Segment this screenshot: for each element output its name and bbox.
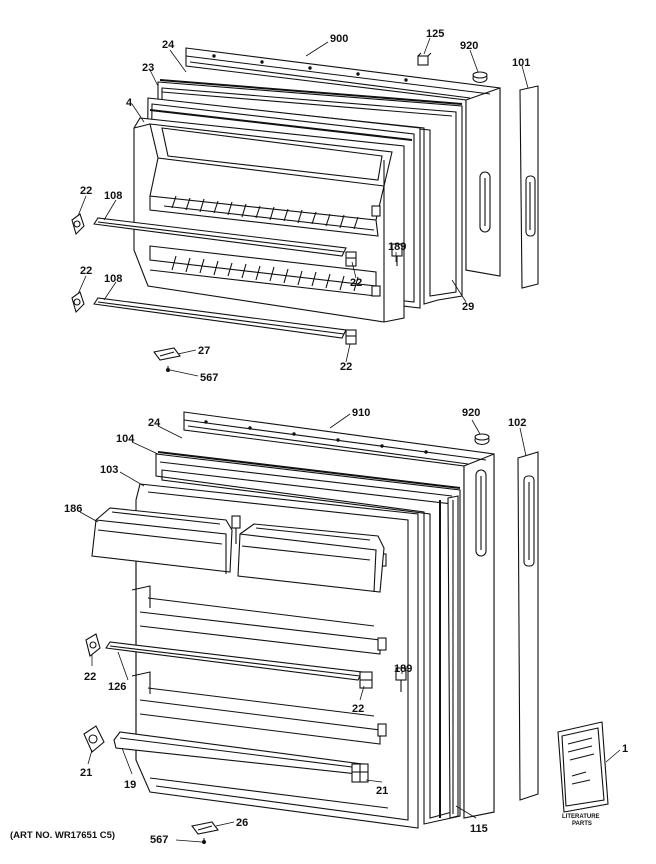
callout-19: 19 xyxy=(124,779,136,791)
door-stop-upper xyxy=(391,243,403,266)
callout-1: 1 xyxy=(622,743,628,755)
shelf-support-left-lower xyxy=(71,291,85,314)
callout-22-c: 22 xyxy=(350,277,362,289)
door-stop-lower xyxy=(395,667,407,692)
callout-125: 125 xyxy=(426,28,444,40)
callout-27: 27 xyxy=(198,345,210,357)
callout-108-b: 108 xyxy=(104,273,122,285)
callout-23: 23 xyxy=(142,62,154,74)
callout-910: 910 xyxy=(352,407,370,419)
callout-22-a: 22 xyxy=(80,185,92,197)
callout-189-lower: 189 xyxy=(394,663,412,675)
callout-103: 103 xyxy=(100,464,118,476)
hinge-plate-lower xyxy=(191,821,219,835)
callout-567-upper: 567 xyxy=(200,372,218,384)
callout-104: 104 xyxy=(116,433,135,445)
callout-186: 186 xyxy=(64,503,82,515)
callout-24-lower: 24 xyxy=(148,417,161,429)
callout-4: 4 xyxy=(126,97,133,109)
callout-26: 26 xyxy=(236,817,248,829)
callout-21-b: 21 xyxy=(376,785,388,797)
art-number: (ART NO. WR17651 C5) xyxy=(10,830,115,841)
shelf-support-right-lower xyxy=(345,329,357,345)
shelf-support-left-fresh xyxy=(85,633,101,657)
shelf-support-right-upper xyxy=(345,251,357,267)
hinge-plate-upper xyxy=(153,347,181,361)
callout-22-f: 22 xyxy=(352,703,364,715)
callout-102: 102 xyxy=(508,417,526,429)
fresh-food-door-outer-panel xyxy=(183,411,495,819)
part-920-plug-upper xyxy=(472,71,488,84)
callout-22-d: 22 xyxy=(340,361,352,373)
dairy-bin-right xyxy=(237,523,385,593)
callout-22-b: 22 xyxy=(80,265,92,277)
freezer-inner-door-liner xyxy=(133,117,405,323)
callout-24-upper: 24 xyxy=(162,39,175,51)
literature-label: LITERATURE PARTS xyxy=(562,814,600,827)
callout-126: 126 xyxy=(108,681,126,693)
bin-support-right-21 xyxy=(351,763,369,783)
dairy-bin-left xyxy=(91,507,233,574)
literature-label-line2: PARTS xyxy=(572,821,592,827)
bin-clip-center xyxy=(231,515,241,544)
literature-parts-packet xyxy=(557,721,609,813)
callout-21-a: 21 xyxy=(80,767,92,779)
breaker-strip-115 xyxy=(447,495,459,819)
fresh-food-door-trim-strip xyxy=(517,451,539,801)
literature-label-line1: LITERATURE xyxy=(562,814,600,820)
freezer-shelf-bar-upper xyxy=(93,217,347,257)
screw-upper xyxy=(166,366,170,372)
callout-900: 900 xyxy=(330,33,348,45)
bin-support-left-21 xyxy=(83,725,105,753)
callout-101: 101 xyxy=(512,57,530,69)
screw-lower xyxy=(202,838,206,844)
callout-920-lower: 920 xyxy=(462,407,480,419)
callout-labels: 900 125 920 101 24 23 4 22 108 22 108 18… xyxy=(64,28,628,846)
freezer-door-trim-strip xyxy=(519,85,539,289)
callout-22-e: 22 xyxy=(84,671,96,683)
shelf-support-right-fresh xyxy=(359,671,373,689)
callout-29: 29 xyxy=(462,301,474,313)
fresh-food-door-gasket xyxy=(155,451,461,825)
shelf-support-left-upper xyxy=(71,213,85,236)
callout-189-upper: 189 xyxy=(388,241,406,253)
callout-567-lower: 567 xyxy=(150,834,168,846)
leader-lines xyxy=(77,37,621,843)
callout-920-upper: 920 xyxy=(460,40,478,52)
part-125-clip xyxy=(417,52,432,66)
part-920-plug-lower xyxy=(474,433,490,446)
freezer-door-outer-panel xyxy=(185,47,501,277)
callout-108-a: 108 xyxy=(104,190,122,202)
callout-115: 115 xyxy=(470,823,488,835)
